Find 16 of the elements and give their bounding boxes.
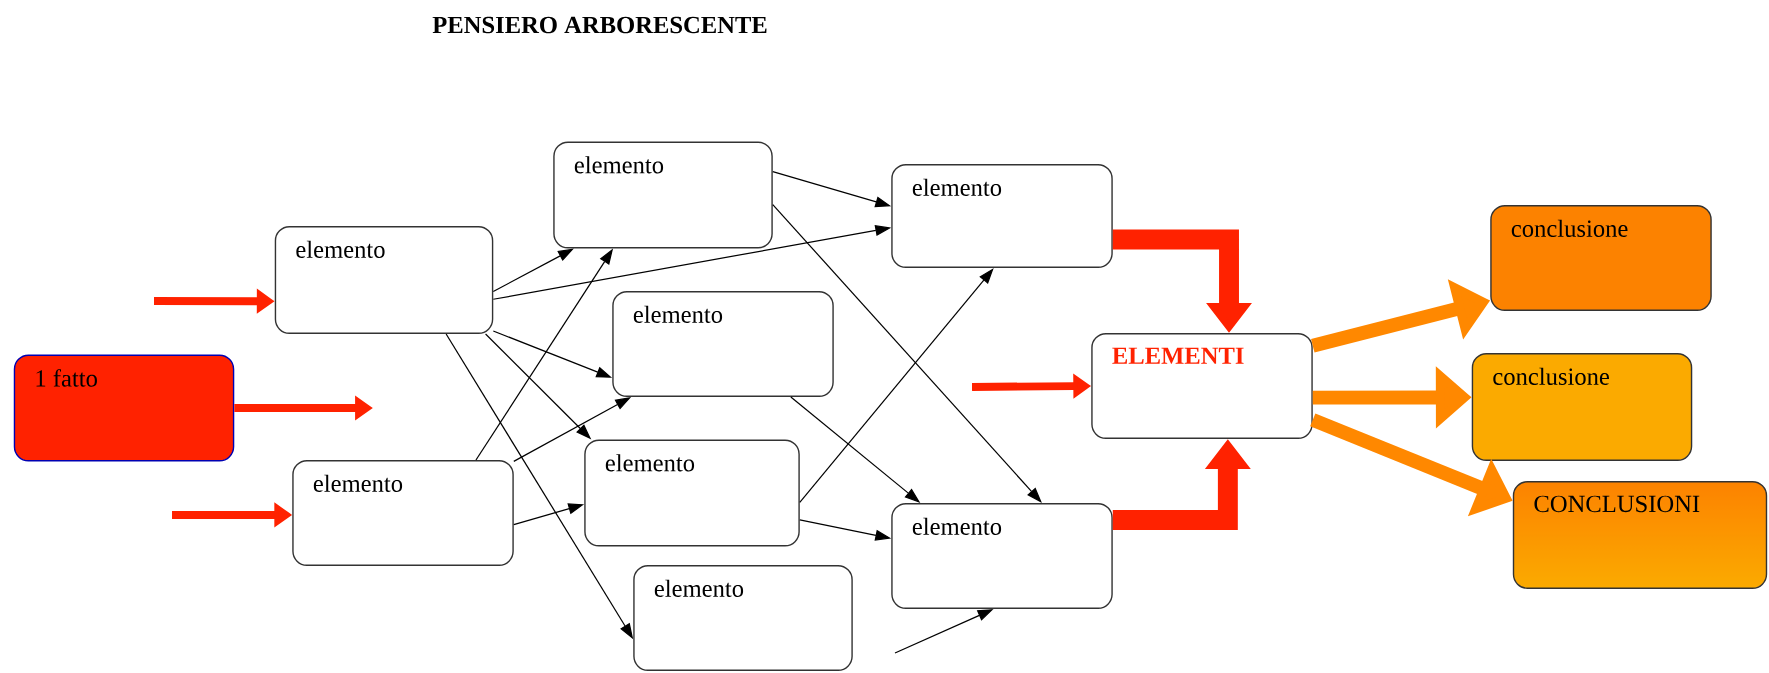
process-box: elemento xyxy=(292,460,514,566)
title: PENSIERO ARBORESCENTE xyxy=(432,16,767,34)
arrow xyxy=(772,204,1042,503)
process-box: elemento xyxy=(584,439,800,547)
process-box: 1 fatto xyxy=(13,354,235,462)
process-box: elemento xyxy=(553,141,773,249)
process-box: elemento xyxy=(612,291,834,397)
arrow xyxy=(799,268,994,504)
process-box: CONCLUSIONI xyxy=(1512,481,1768,589)
process-box: ELEMENTI xyxy=(1091,333,1313,439)
process-box: elemento xyxy=(633,565,853,671)
process-box: conclusione xyxy=(1490,205,1712,311)
process-box: elemento xyxy=(891,164,1113,268)
process-box: elemento xyxy=(891,503,1113,609)
process-box: conclusione xyxy=(1471,353,1693,461)
process-box: elemento xyxy=(274,226,494,334)
